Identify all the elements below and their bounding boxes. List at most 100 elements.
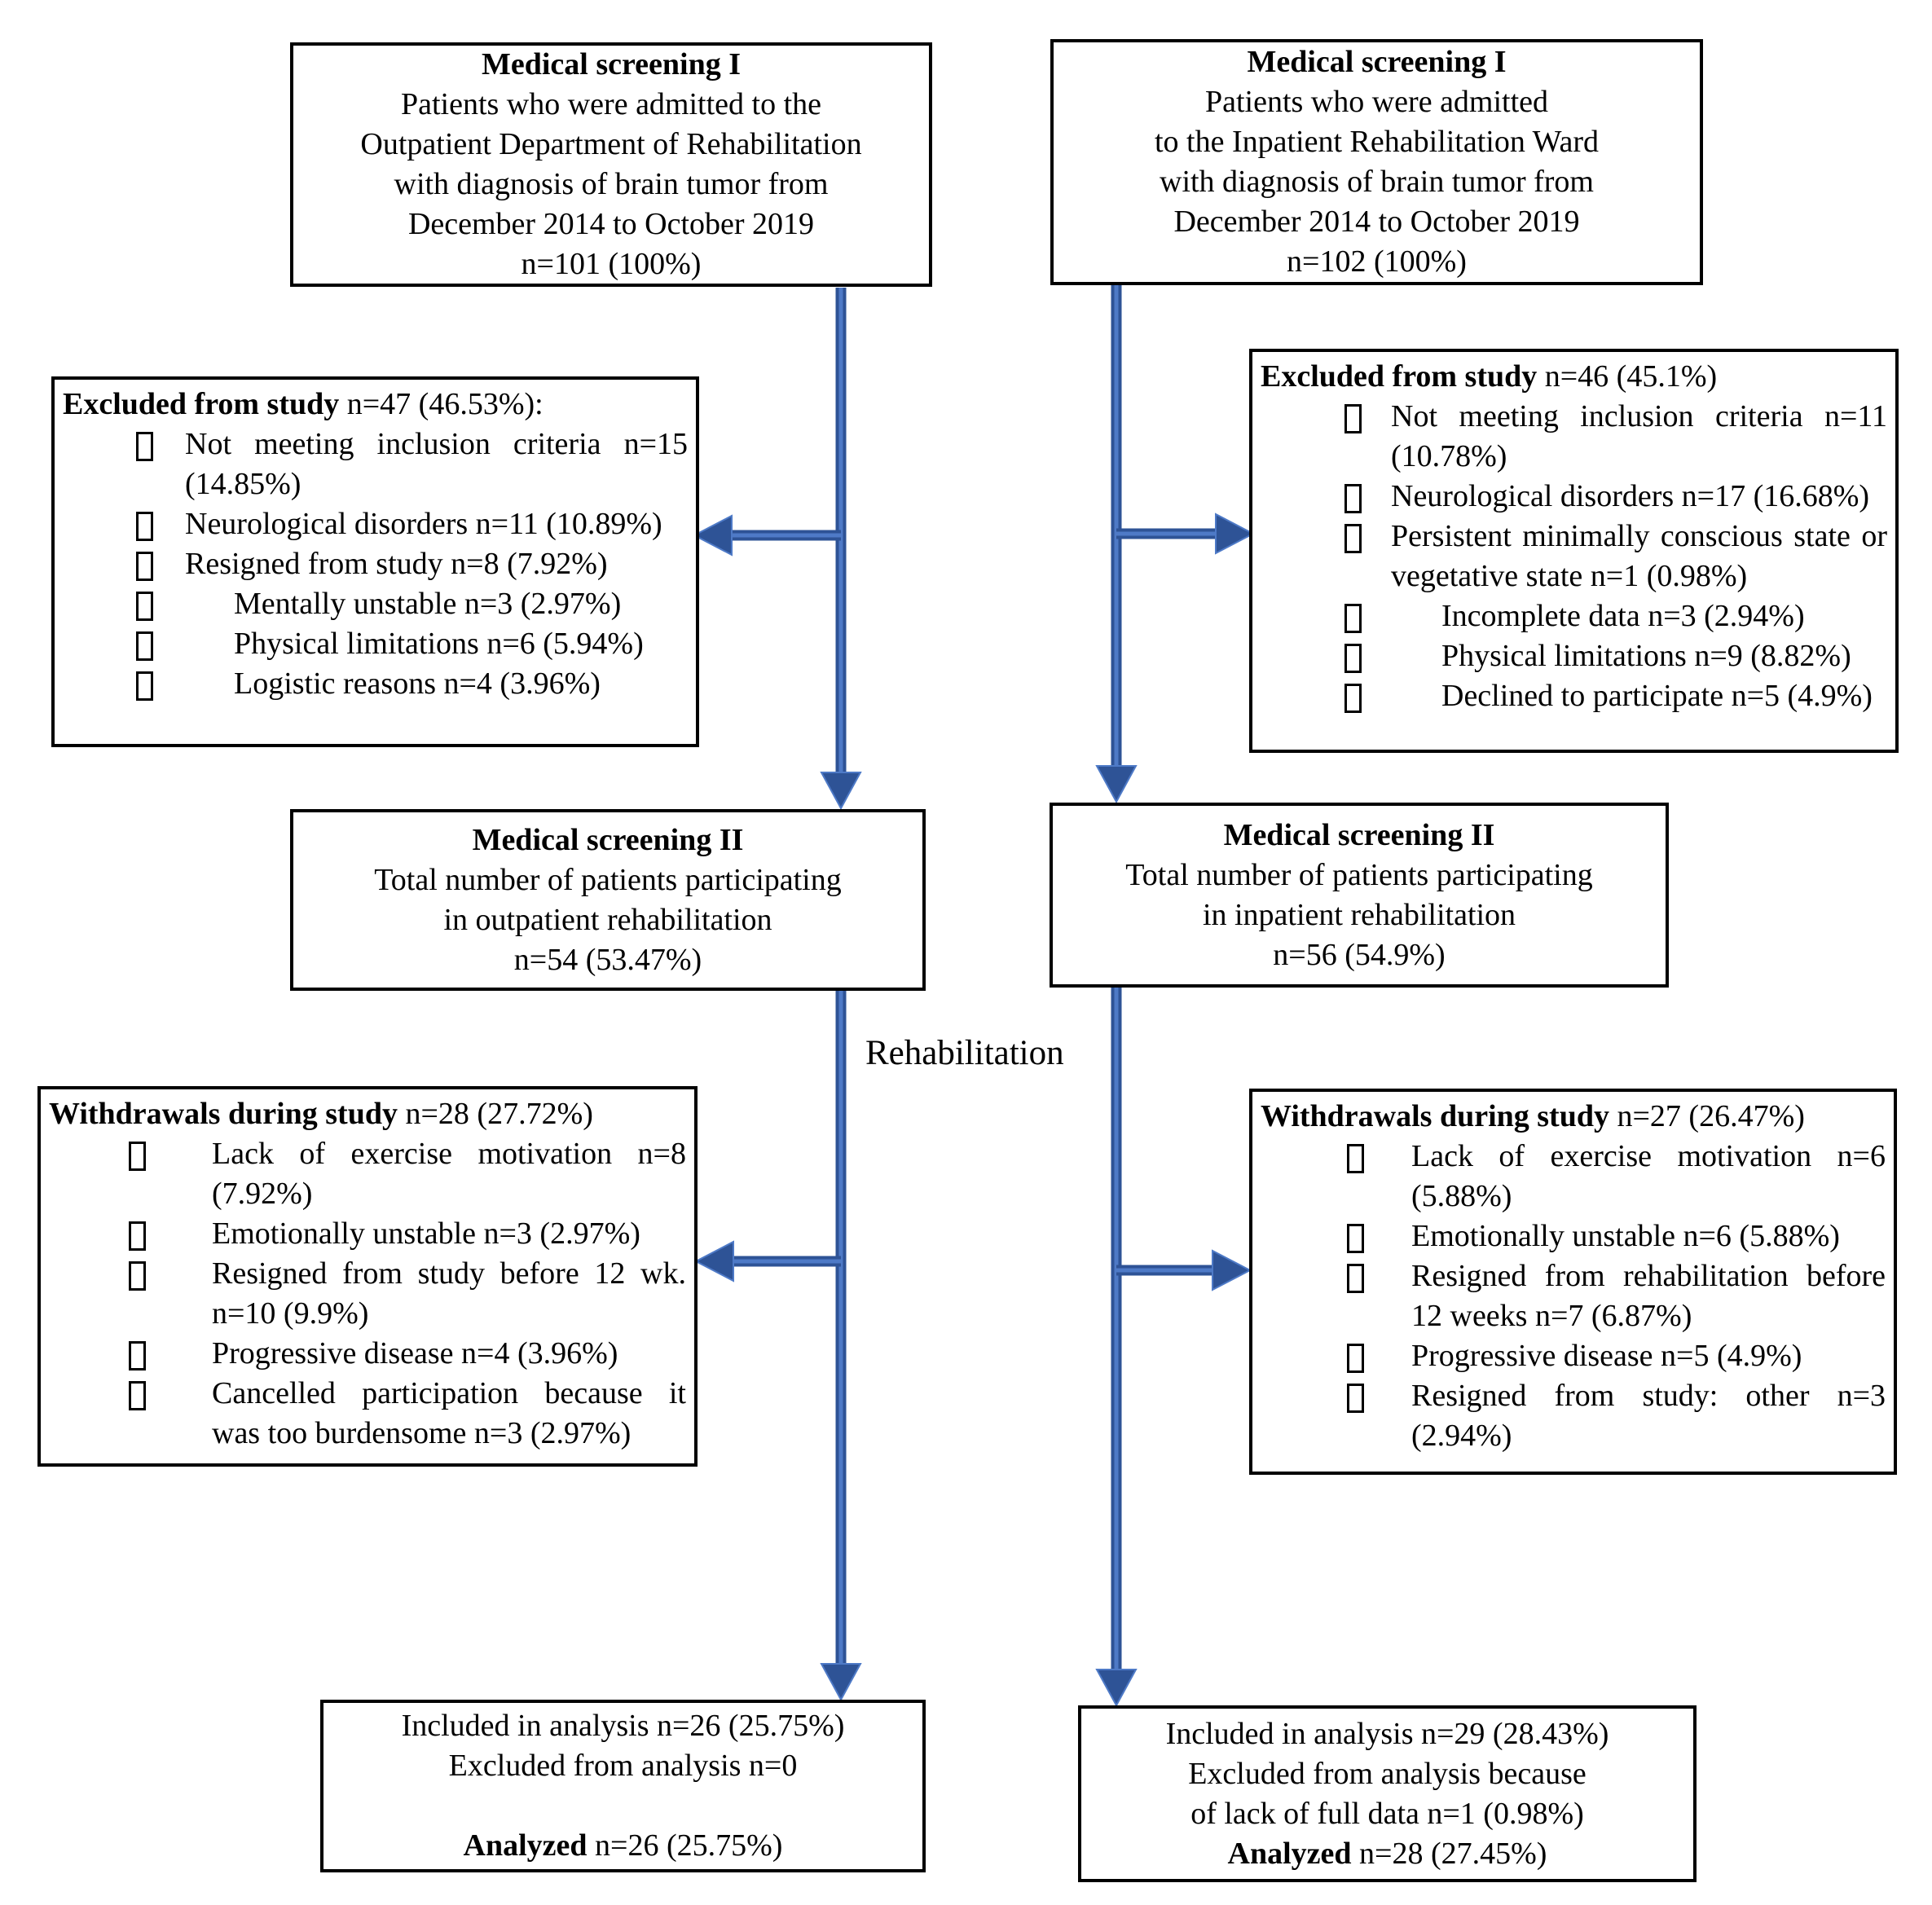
- bullet-glyph-icon: [136, 592, 153, 621]
- withdrawal-item: Emotionally unstable n=6 (5.88%): [1261, 1216, 1886, 1256]
- included-line: Included in analysis n=26 (25.75%): [401, 1709, 845, 1743]
- arrow-inpatient-screening1-to-screening2: [1095, 285, 1138, 804]
- withdrawal-item: Resigned from study before 12 wk. n=10 (…: [49, 1254, 686, 1334]
- withdrawal-item: Lack of exercise motivation n=8 (7.92%): [49, 1134, 686, 1214]
- box-line: in inpatient rehabilitation: [1202, 897, 1516, 932]
- box-line: in outpatient rehabilitation: [443, 902, 772, 937]
- box-title: Medical screening I: [1247, 45, 1507, 79]
- bullet-glyph-icon: [129, 1261, 146, 1291]
- bullet-glyph-icon: [136, 512, 153, 541]
- box-title: Medical screening I: [481, 47, 742, 81]
- excluded-item: Mentally unstable n=3 (2.97%): [63, 584, 688, 624]
- withdrawal-item: Progressive disease n=4 (3.96%): [49, 1334, 686, 1374]
- box-title: Withdrawals during study n=27 (26.47%): [1261, 1099, 1805, 1133]
- bullet-glyph-icon: [1347, 1344, 1364, 1373]
- box-title: Medical screening II: [472, 822, 744, 857]
- excluded-item-text: Neurological disorders n=17 (16.68%): [1391, 479, 1870, 513]
- withdrawal-item: Resigned from rehabilitation before 12 w…: [1261, 1256, 1886, 1336]
- outpatient-withdrawals-box: Withdrawals during study n=28 (27.72%) L…: [37, 1086, 698, 1467]
- excluded-item: Not meeting inclusion criteria n=15 (14.…: [63, 425, 688, 504]
- withdrawal-item-text: Cancelled participation because it was t…: [212, 1376, 686, 1450]
- box-line: with diagnosis of brain tumor from: [394, 167, 829, 201]
- withdrawal-item-text: Lack of exercise motivation n=6 (5.88%): [1411, 1139, 1886, 1213]
- withdrawal-item-text: Resigned from study before 12 wk. n=10 (…: [212, 1256, 686, 1331]
- box-line: December 2014 to October 2019: [1173, 205, 1580, 239]
- bullet-glyph-icon: [136, 631, 153, 661]
- excluded-item-text: Logistic reasons n=4 (3.96%): [234, 667, 601, 701]
- box-title: Excluded from study n=47 (46.53%):: [63, 387, 544, 421]
- inpatient-medical-screening-2-box: Medical screening II Total number of pat…: [1050, 803, 1669, 988]
- inpatient-medical-screening-1-box: Medical screening I Patients who were ad…: [1050, 39, 1703, 285]
- excluded-item: Not meeting inclusion criteria n=11 (10.…: [1261, 397, 1887, 477]
- analyzed-line: Analyzed n=26 (25.75%): [463, 1828, 783, 1863]
- withdrawal-item-text: Progressive disease n=5 (4.9%): [1411, 1339, 1802, 1373]
- inpatient-excluded-box: Excluded from study n=46 (45.1%) Not mee…: [1249, 349, 1899, 753]
- excluded-item-text: Mentally unstable n=3 (2.97%): [234, 587, 622, 621]
- bullet-glyph-icon: [1344, 604, 1362, 633]
- withdrawals-count: n=27 (26.47%): [1609, 1099, 1805, 1133]
- bullet-glyph-icon: [1347, 1224, 1364, 1253]
- withdrawal-item: Resigned from study: other n=3 (2.94%): [1261, 1376, 1886, 1456]
- inpatient-analysis-box: Included in analysis n=29 (28.43%) Exclu…: [1078, 1705, 1697, 1882]
- excluded-item-text: Declined to participate n=5 (4.9%): [1441, 679, 1873, 713]
- excluded-line: Excluded from analysis because: [1188, 1756, 1587, 1791]
- withdrawals-count: n=28 (27.72%): [397, 1097, 593, 1131]
- withdrawal-item-text: Progressive disease n=4 (3.96%): [212, 1336, 618, 1370]
- arrow-outpatient-withdrawals-branch: [693, 1240, 841, 1282]
- rehabilitation-phase-label: Rehabilitation: [865, 1034, 1064, 1072]
- excluded-item: Resigned from study n=8 (7.92%): [63, 544, 688, 584]
- excluded-line: Excluded from analysis n=0: [448, 1749, 798, 1783]
- withdrawal-item: Lack of exercise motivation n=6 (5.88%): [1261, 1137, 1886, 1216]
- excluded-item-text: Physical limitations n=6 (5.94%): [234, 627, 644, 661]
- bullet-glyph-icon: [1344, 644, 1362, 673]
- excluded-count: n=46 (45.1%): [1537, 359, 1718, 394]
- box-line: with diagnosis of brain tumor from: [1160, 165, 1594, 199]
- excluded-item: Persistent minimally conscious state or …: [1261, 517, 1887, 596]
- excluded-item-text: Neurological disorders n=11 (10.89%): [185, 507, 662, 541]
- excluded-item-text: Not meeting inclusion criteria n=15 (14.…: [185, 427, 688, 501]
- box-title: Excluded from study n=46 (45.1%): [1261, 359, 1718, 394]
- box-line: Total number of patients participating: [1125, 857, 1593, 892]
- bullet-glyph-icon: [1344, 404, 1362, 433]
- excluded-line-2: of lack of full data n=1 (0.98%): [1190, 1796, 1584, 1831]
- box-line: December 2014 to October 2019: [407, 207, 815, 241]
- withdrawal-item-text: Emotionally unstable n=3 (2.97%): [212, 1216, 640, 1251]
- outpatient-excluded-box: Excluded from study n=47 (46.53%): Not m…: [51, 376, 699, 747]
- arrow-outpatient-screening2-to-analysis: [820, 989, 862, 1702]
- included-line: Included in analysis n=29 (28.43%): [1165, 1716, 1609, 1751]
- excluded-item: Physical limitations n=6 (5.94%): [63, 624, 688, 664]
- withdrawal-item-text: Emotionally unstable n=6 (5.88%): [1411, 1219, 1840, 1253]
- withdrawal-item: Cancelled participation because it was t…: [49, 1374, 686, 1454]
- arrow-inpatient-screening2-to-analysis: [1095, 986, 1138, 1708]
- sample-size: n=56 (54.9%): [1273, 937, 1446, 972]
- arrow-inpatient-excluded-branch: [1116, 513, 1256, 555]
- bullet-glyph-icon: [1347, 1144, 1364, 1173]
- bullet-glyph-icon: [1344, 684, 1362, 713]
- bullet-glyph-icon: [129, 1381, 146, 1410]
- analyzed-line: Analyzed n=28 (27.45%): [1227, 1836, 1547, 1871]
- arrow-outpatient-excluded-branch: [692, 514, 841, 557]
- bullet-glyph-icon: [1347, 1264, 1364, 1293]
- excluded-item: Neurological disorders n=17 (16.68%): [1261, 477, 1887, 517]
- bullet-glyph-icon: [136, 552, 153, 581]
- outpatient-analysis-box: Included in analysis n=26 (25.75%) Exclu…: [320, 1700, 926, 1872]
- excluded-item: Declined to participate n=5 (4.9%): [1261, 676, 1887, 716]
- excluded-item-text: Physical limitations n=9 (8.82%): [1441, 639, 1851, 673]
- excluded-item-text: Incomplete data n=3 (2.94%): [1441, 599, 1805, 633]
- outpatient-medical-screening-1-box: Medical screening I Patients who were ad…: [290, 42, 932, 287]
- box-line: Patients who were admitted to the: [400, 87, 822, 121]
- excluded-item: Logistic reasons n=4 (3.96%): [63, 664, 688, 704]
- excluded-item: Incomplete data n=3 (2.94%): [1261, 596, 1887, 636]
- bullet-glyph-icon: [1344, 484, 1362, 513]
- bullet-glyph-icon: [1344, 524, 1362, 553]
- withdrawal-item-text: Resigned from rehabilitation before 12 w…: [1411, 1259, 1886, 1333]
- withdrawal-item: Progressive disease n=5 (4.9%): [1261, 1336, 1886, 1376]
- excluded-count: n=47 (46.53%):: [339, 387, 544, 421]
- bullet-glyph-icon: [129, 1341, 146, 1370]
- box-line: to the Inpatient Rehabilitation Ward: [1155, 125, 1599, 159]
- excluded-item: Physical limitations n=9 (8.82%): [1261, 636, 1887, 676]
- withdrawal-item-text: Lack of exercise motivation n=8 (7.92%): [212, 1137, 686, 1211]
- box-line: Total number of patients participating: [374, 862, 842, 897]
